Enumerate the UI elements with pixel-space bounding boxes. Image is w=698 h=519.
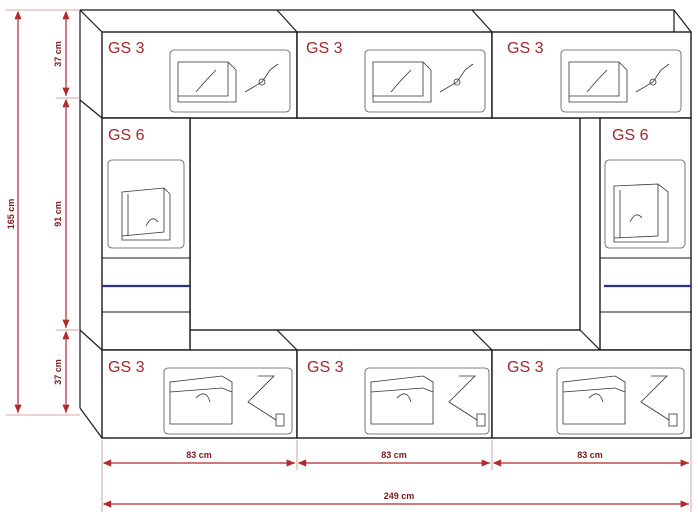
vertical-dimensions: 165 cm 37 cm 91 cm 37 cm (6, 9, 80, 416)
module-side-left: GS 6 (101, 117, 191, 351)
hinge-detail-icon (560, 49, 682, 113)
module-top-right: GS 3 (491, 31, 692, 119)
module-label: GS 3 (507, 40, 544, 57)
module-label: GS 6 (612, 127, 649, 144)
module-label: GS 3 (108, 359, 145, 376)
cabinet-door-icon (107, 159, 185, 249)
module-bottom-left: GS 3 (101, 349, 298, 439)
module-bottom-center: GS 3 (296, 349, 493, 439)
tv-opening (189, 117, 581, 331)
module-label: GS 3 (306, 40, 343, 57)
module-label: GS 3 (507, 359, 544, 376)
cabinet-door-icon (604, 159, 686, 249)
module-label: GS 6 (108, 127, 145, 144)
bottom-height-label: 37 cm (53, 359, 63, 385)
module-bottom-right: GS 3 (491, 349, 692, 439)
module-side-right: GS 6 (599, 117, 692, 351)
lift-hinge-icon (556, 367, 685, 435)
horizontal-dimensions: 83 cm 83 cm 83 cm 249 cm (101, 440, 692, 512)
module-label: GS 3 (108, 40, 145, 57)
module-top-center: GS 3 (296, 31, 493, 119)
middle-height-label: 91 cm (53, 201, 63, 227)
hinge-detail-icon (364, 49, 486, 113)
total-height-label: 165 cm (6, 199, 16, 230)
lift-hinge-icon (364, 367, 490, 435)
lift-hinge-icon (163, 367, 293, 435)
hinge-detail-icon (169, 49, 291, 113)
width-right-label: 83 cm (577, 450, 603, 460)
width-left-label: 83 cm (186, 450, 212, 460)
module-top-left: GS 3 (101, 31, 298, 119)
total-width-label: 249 cm (384, 491, 415, 501)
module-label: GS 3 (307, 359, 344, 376)
top-height-label: 37 cm (53, 41, 63, 67)
width-center-label: 83 cm (381, 450, 407, 460)
